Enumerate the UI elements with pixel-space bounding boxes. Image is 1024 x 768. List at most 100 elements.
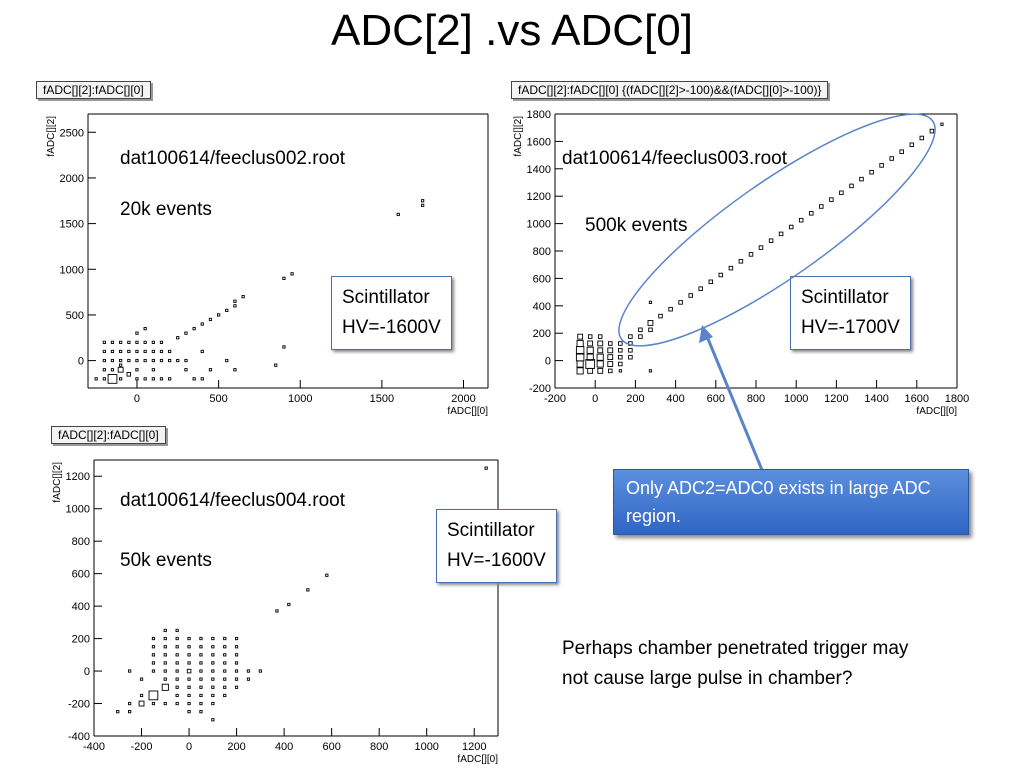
- scatter-point: [161, 683, 169, 691]
- scatter-point: [175, 685, 179, 689]
- scatter-point: [274, 363, 278, 367]
- scatter-point: [163, 636, 167, 641]
- scatter-point: [184, 358, 188, 363]
- scatter-point: [576, 367, 584, 375]
- scatter-point: [163, 677, 167, 681]
- y-tick-label: 1200: [66, 471, 90, 483]
- scatter-point: [234, 653, 239, 657]
- scatter-point: [596, 360, 604, 368]
- scatter-point: [184, 368, 188, 372]
- scatter-point: [628, 354, 633, 360]
- scatter-point: [135, 331, 139, 335]
- scatter-point: [138, 700, 145, 707]
- scatter-point: [168, 377, 172, 381]
- scatter-point: [778, 231, 784, 237]
- scatter-point: [175, 636, 179, 641]
- scatter-point: [282, 276, 286, 280]
- scatter-point: [116, 710, 120, 714]
- x-axis-title: fADC[][0]: [457, 754, 498, 765]
- scatter-point: [211, 645, 215, 649]
- scatter-point: [628, 341, 633, 346]
- plot3-title-box: fADC[][2]:fADC[][0]: [51, 426, 166, 444]
- scatter-point: [607, 354, 614, 361]
- scatter-point: [175, 669, 179, 673]
- scatter-point: [208, 368, 213, 372]
- scatter-point: [306, 588, 310, 592]
- scatter-point: [618, 341, 623, 346]
- scatter-point: [325, 573, 329, 577]
- x-axis-title: fADC[][0]: [916, 406, 957, 417]
- scatter-point: [577, 333, 584, 340]
- conclusion-line2: not cause large pulse in chamber?: [562, 668, 853, 689]
- scatter-point: [187, 661, 191, 665]
- scatter-point: [110, 340, 115, 344]
- scatter-point: [199, 653, 203, 657]
- x-tick-label: 1000: [414, 741, 438, 753]
- scatter-point: [187, 701, 191, 706]
- scatter-point: [163, 645, 167, 649]
- scatter-point: [225, 358, 229, 363]
- scatter-point: [809, 211, 814, 216]
- scatter-point: [117, 366, 124, 373]
- scatter-point: [688, 293, 693, 298]
- y-tick-label: 200: [72, 634, 90, 646]
- scatter-point: [192, 327, 196, 331]
- scatter-point: [211, 693, 215, 698]
- scatter-point: [199, 669, 203, 673]
- scatter-point: [199, 685, 203, 689]
- scatter-point: [175, 661, 179, 665]
- scatter-point: [102, 358, 106, 363]
- scatter-point: [159, 377, 164, 381]
- scatter-point: [102, 368, 106, 372]
- x-tick-label: 800: [747, 393, 765, 405]
- scatter-point: [638, 327, 643, 333]
- scatter-point: [597, 367, 604, 374]
- scatter-point: [608, 341, 613, 346]
- scatter-point: [199, 636, 203, 641]
- scatter-point: [234, 661, 239, 665]
- slide-title: ADC[2] .vs ADC[0]: [331, 6, 693, 55]
- plot3-hv-line1: Scintillator: [447, 520, 535, 541]
- x-tick-label: 0: [134, 393, 140, 405]
- scatter-point: [234, 677, 239, 681]
- scatter-point: [798, 217, 804, 223]
- plot2-file-name: dat100614/feeclus003.root: [562, 148, 788, 169]
- scatter-point: [223, 677, 227, 681]
- scatter-point: [143, 349, 147, 354]
- y-tick-label: 0: [545, 356, 551, 368]
- plot1-hv-line1: Scintillator: [342, 287, 430, 308]
- scatter-point: [919, 135, 925, 141]
- x-tick-label: -400: [83, 741, 105, 753]
- scatter-point: [175, 701, 179, 706]
- scatter-point: [758, 245, 764, 250]
- scatter-point: [233, 299, 237, 303]
- scatter-point: [110, 358, 115, 363]
- scatter-point: [128, 710, 132, 714]
- y-tick-label: 500: [66, 310, 84, 322]
- scatter-point: [233, 368, 237, 372]
- scatter-point: [597, 340, 604, 347]
- plot2-hv-line1: Scintillator: [801, 287, 889, 308]
- scatter-point: [199, 701, 203, 706]
- plot1-file-name: dat100614/feeclus002.root: [120, 148, 346, 169]
- plot2-hv-box: Scintillator HV=-1700V: [790, 276, 911, 350]
- scatter-point: [119, 358, 123, 363]
- scatter-point: [211, 669, 215, 673]
- scatter-point: [151, 349, 155, 354]
- scatter-point: [607, 347, 614, 354]
- scatter-point: [151, 636, 156, 641]
- scatter-point: [484, 466, 488, 470]
- scatter-point: [718, 272, 724, 278]
- plot3-event-count: 50k events: [120, 550, 212, 571]
- scatter-point: [175, 693, 179, 698]
- plot1-title-box: fADC[][2]:fADC[][0]: [36, 81, 151, 99]
- scatter-point: [159, 358, 164, 363]
- scatter-point: [223, 685, 227, 689]
- plot1-hv-box: Scintillator HV=-1600V: [331, 276, 452, 350]
- scatter-point: [223, 636, 227, 641]
- scatter-point: [126, 372, 132, 377]
- scatter-point: [748, 252, 754, 257]
- scatter-point: [575, 352, 585, 362]
- scatter-point: [618, 348, 623, 353]
- scatter-point: [151, 368, 155, 372]
